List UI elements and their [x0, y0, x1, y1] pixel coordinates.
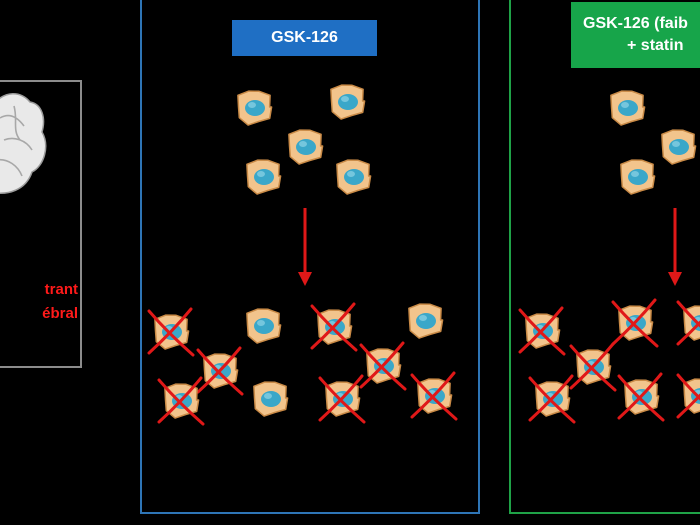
combination-label: GSK-126 (faib + statin: [571, 2, 700, 68]
combination-label-line1: GSK-126 (faib: [583, 15, 688, 32]
dead-cell-icon: [676, 300, 700, 346]
cell-icon: [408, 303, 444, 339]
cell-icon: [288, 129, 324, 165]
dead-cell-icon: [617, 372, 665, 422]
nucleus: [416, 313, 436, 329]
cross-mark: [147, 307, 193, 355]
cell-icon: [336, 159, 372, 195]
cross-mark: [617, 372, 663, 420]
cell-icon: [246, 159, 282, 195]
down-arrow-icon-right: [668, 208, 682, 286]
nucleus: [618, 100, 638, 116]
left-panel-frame: [0, 80, 82, 368]
cell-icon: [620, 159, 656, 195]
combination-panel-frame: [509, 0, 700, 514]
dead-cell-icon: [359, 341, 407, 391]
cross-mark: [676, 320, 700, 346]
cross-mark: [310, 302, 356, 350]
cross-mark: [611, 298, 657, 346]
gsk126-label-text: GSK-126: [271, 29, 338, 46]
cross-mark: [318, 374, 364, 422]
dead-cell-icon: [157, 376, 205, 426]
cross-mark: [410, 371, 456, 419]
cell-icon: [253, 381, 289, 417]
nucleus: [254, 318, 274, 334]
cross-mark: [518, 306, 564, 354]
combination-label-line2: + statin: [627, 37, 684, 54]
cell-icon: [237, 90, 273, 126]
nucleus: [628, 169, 648, 185]
dead-cell-icon: [518, 306, 566, 356]
cell-icon: [610, 90, 646, 126]
brain-caption-line2: ébral: [42, 305, 78, 322]
cell-icon: [246, 308, 282, 344]
brain-caption-line1: trant: [44, 281, 78, 298]
cross-mark: [196, 346, 242, 394]
gsk126-panel-frame: [140, 0, 480, 514]
nucleus: [261, 391, 281, 407]
dead-cell-icon: [196, 346, 244, 396]
brain-caption: trant ébral: [0, 278, 78, 326]
nucleus: [245, 100, 265, 116]
dead-cell-icon: [569, 342, 617, 392]
nucleus: [254, 169, 274, 185]
gsk126-label: GSK-126: [232, 20, 377, 56]
cell-icon: [330, 84, 366, 120]
down-arrow-icon: [298, 208, 312, 286]
cross-mark: [569, 342, 615, 390]
dead-cell-icon: [310, 302, 358, 352]
cross-mark: [676, 393, 700, 419]
nucleus: [296, 139, 316, 155]
dead-cell-icon: [528, 374, 576, 424]
dead-cell-icon: [147, 307, 195, 357]
dead-cell-icon: [410, 371, 458, 421]
cross-mark: [359, 341, 405, 389]
nucleus: [669, 139, 689, 155]
nucleus: [338, 94, 358, 110]
dead-cell-icon: [676, 373, 700, 419]
cell-icon: [661, 129, 697, 165]
nucleus: [344, 169, 364, 185]
cross-mark: [528, 374, 574, 422]
dead-cell-icon: [611, 298, 659, 348]
brain-icon: [0, 93, 47, 194]
dead-cell-icon: [318, 374, 366, 424]
cross-mark: [157, 376, 203, 424]
